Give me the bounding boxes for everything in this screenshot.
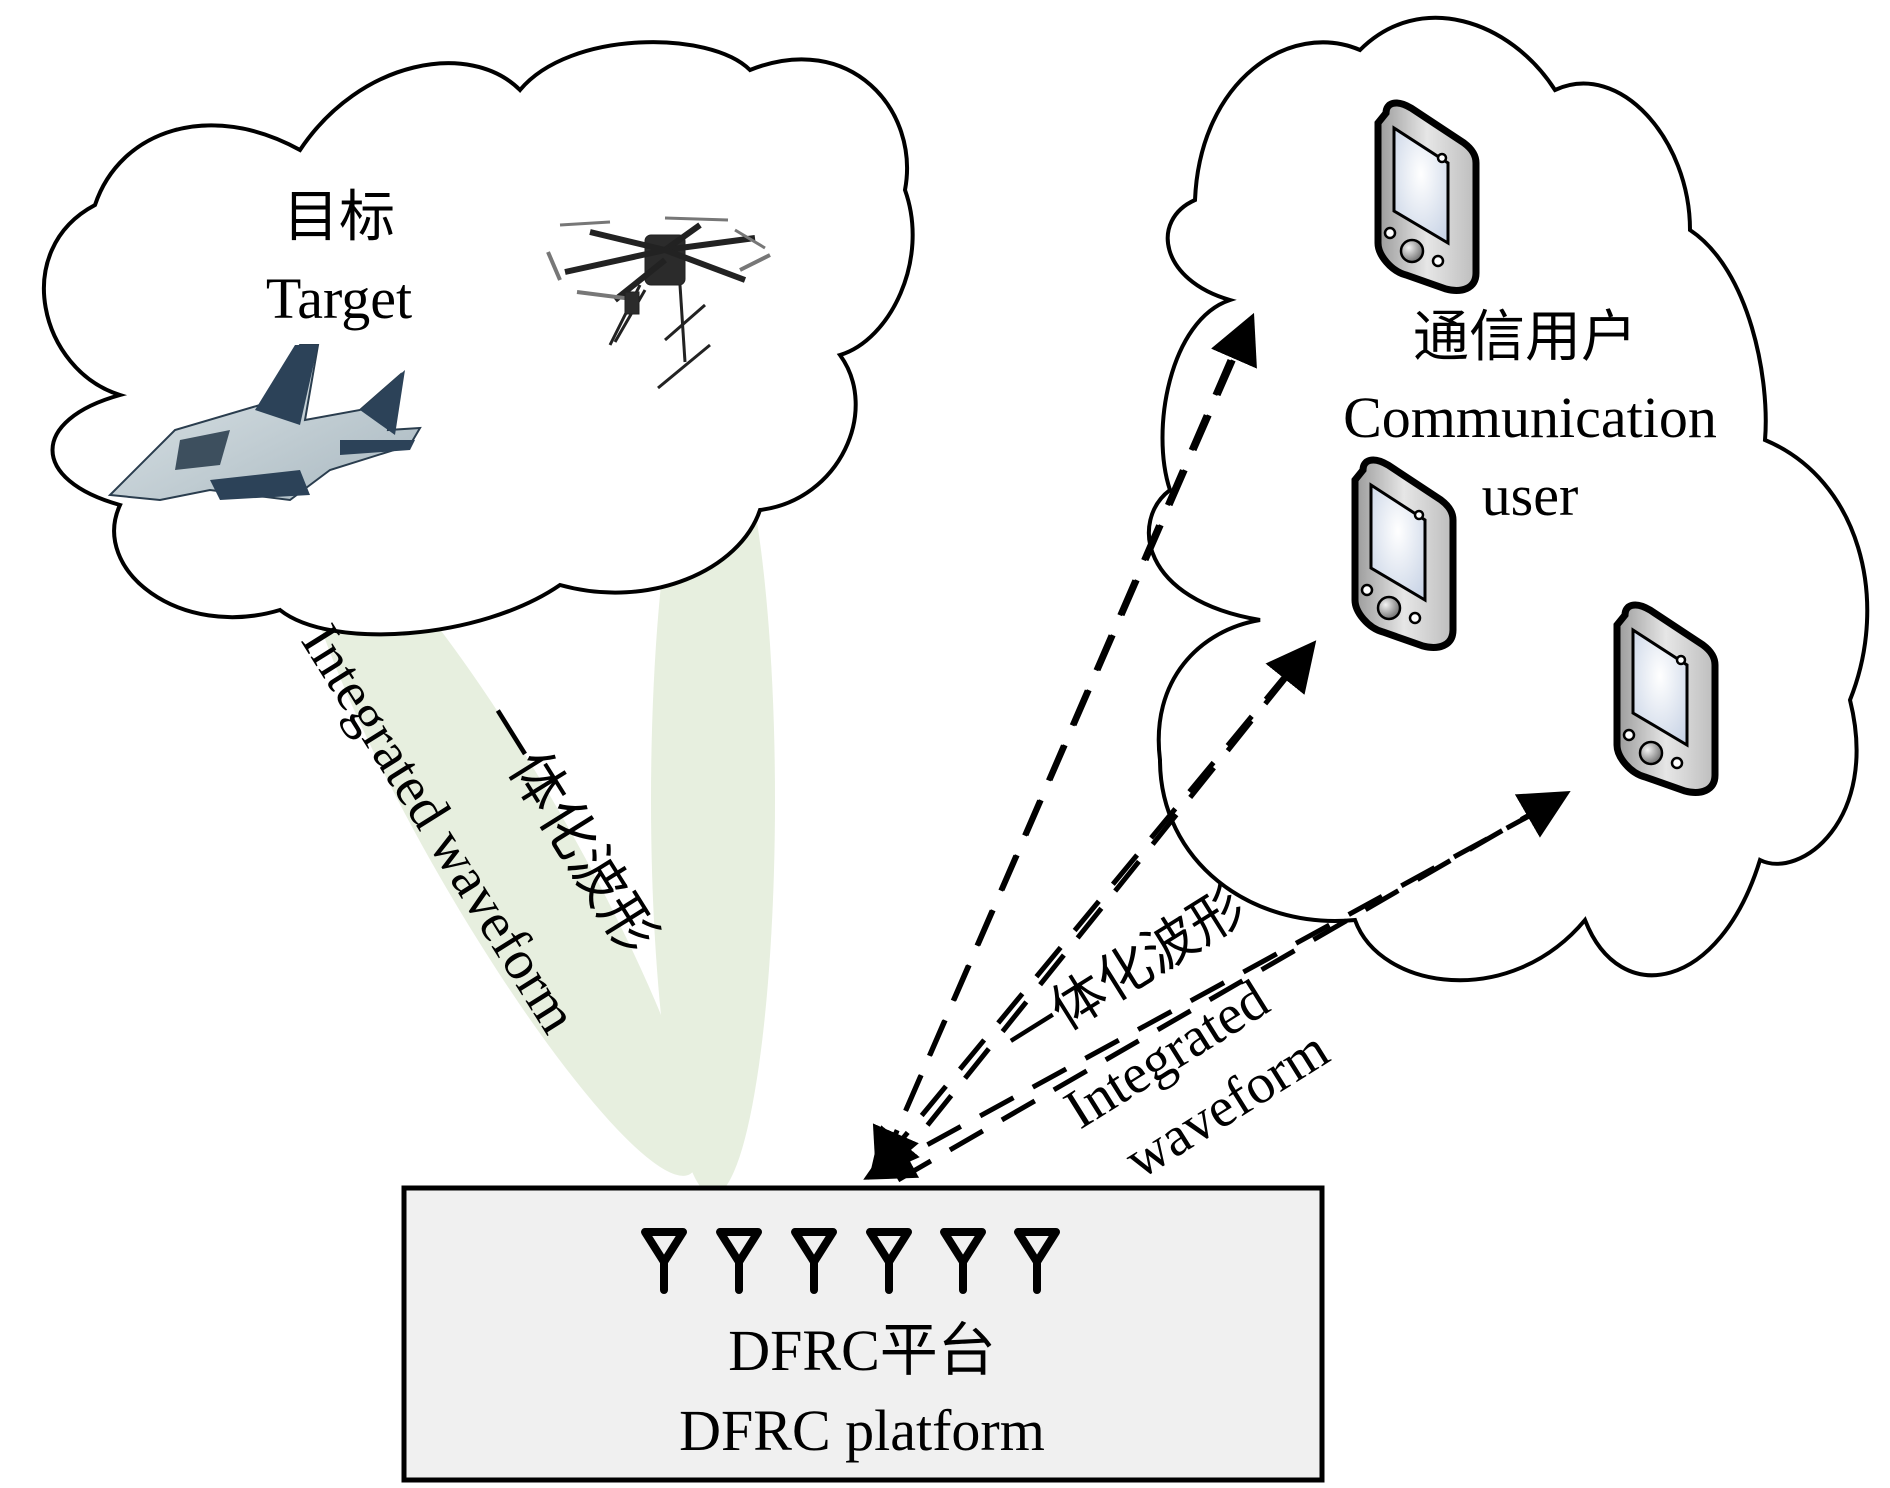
users-label-en-line2: user (1482, 463, 1579, 528)
antenna-icon (866, 1228, 912, 1294)
communication-user-device-1 (1374, 99, 1480, 294)
communication-user-device-2 (1351, 456, 1457, 651)
beam-lobe-left (301, 514, 699, 1176)
users-label-en-line1: Communication (1343, 385, 1717, 450)
antenna-icon (641, 1228, 687, 1294)
target-label-zh: 目标 (283, 187, 395, 249)
sensing-beam (301, 405, 775, 1195)
antenna-icon (716, 1228, 762, 1294)
antenna-icon (1014, 1228, 1060, 1294)
drone-image (546, 216, 771, 390)
link-return-1 (872, 359, 1233, 1180)
antenna-icon (791, 1228, 837, 1294)
link-arrow-2 (888, 640, 1317, 1174)
antenna-icon (940, 1228, 986, 1294)
link-return-3 (863, 807, 1542, 1180)
platform-label-zh: DFRC平台 (728, 1318, 996, 1383)
communication-user-device-3 (1613, 601, 1719, 796)
platform-label-en: DFRC platform (679, 1398, 1045, 1463)
users-label-zh: 通信用户 (1413, 307, 1637, 369)
link-arrow-3 (896, 790, 1571, 1183)
dfrc-platform-box (401, 1185, 1325, 1483)
antenna-array (641, 1228, 1060, 1294)
communication-links (863, 312, 1571, 1183)
link-return-2 (868, 668, 1292, 1180)
fighter-jet-image (107, 344, 422, 502)
target-label-en: Target (266, 266, 412, 331)
beam-lobe-right (651, 405, 775, 1195)
target-cloud (42, 40, 915, 637)
